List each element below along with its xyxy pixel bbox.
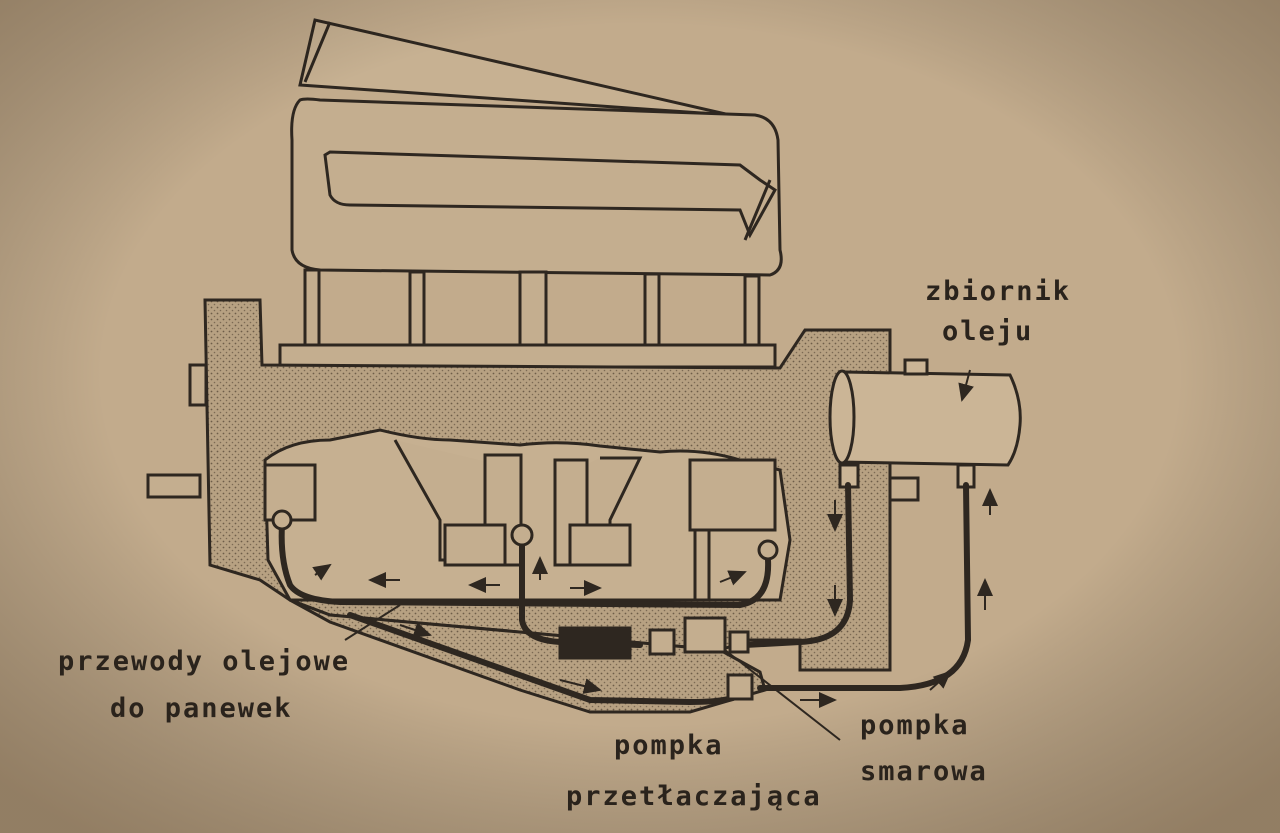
lubrication-pump-label-line1: pompka [860, 710, 970, 741]
oil-lines-label-line1: przewody olejowe [58, 646, 351, 677]
oil-tank-label-line1: zbiornik [925, 276, 1072, 307]
transfer-pump-label-line1: pompka [614, 730, 724, 761]
transfer-pump-label-line2: przetłaczająca [566, 781, 822, 812]
lubrication-pump-label-line2: smarowa [860, 756, 988, 787]
oil-lines-label-line2: do panewek [110, 693, 293, 724]
oil-tank-label-line2: oleju [942, 316, 1034, 347]
